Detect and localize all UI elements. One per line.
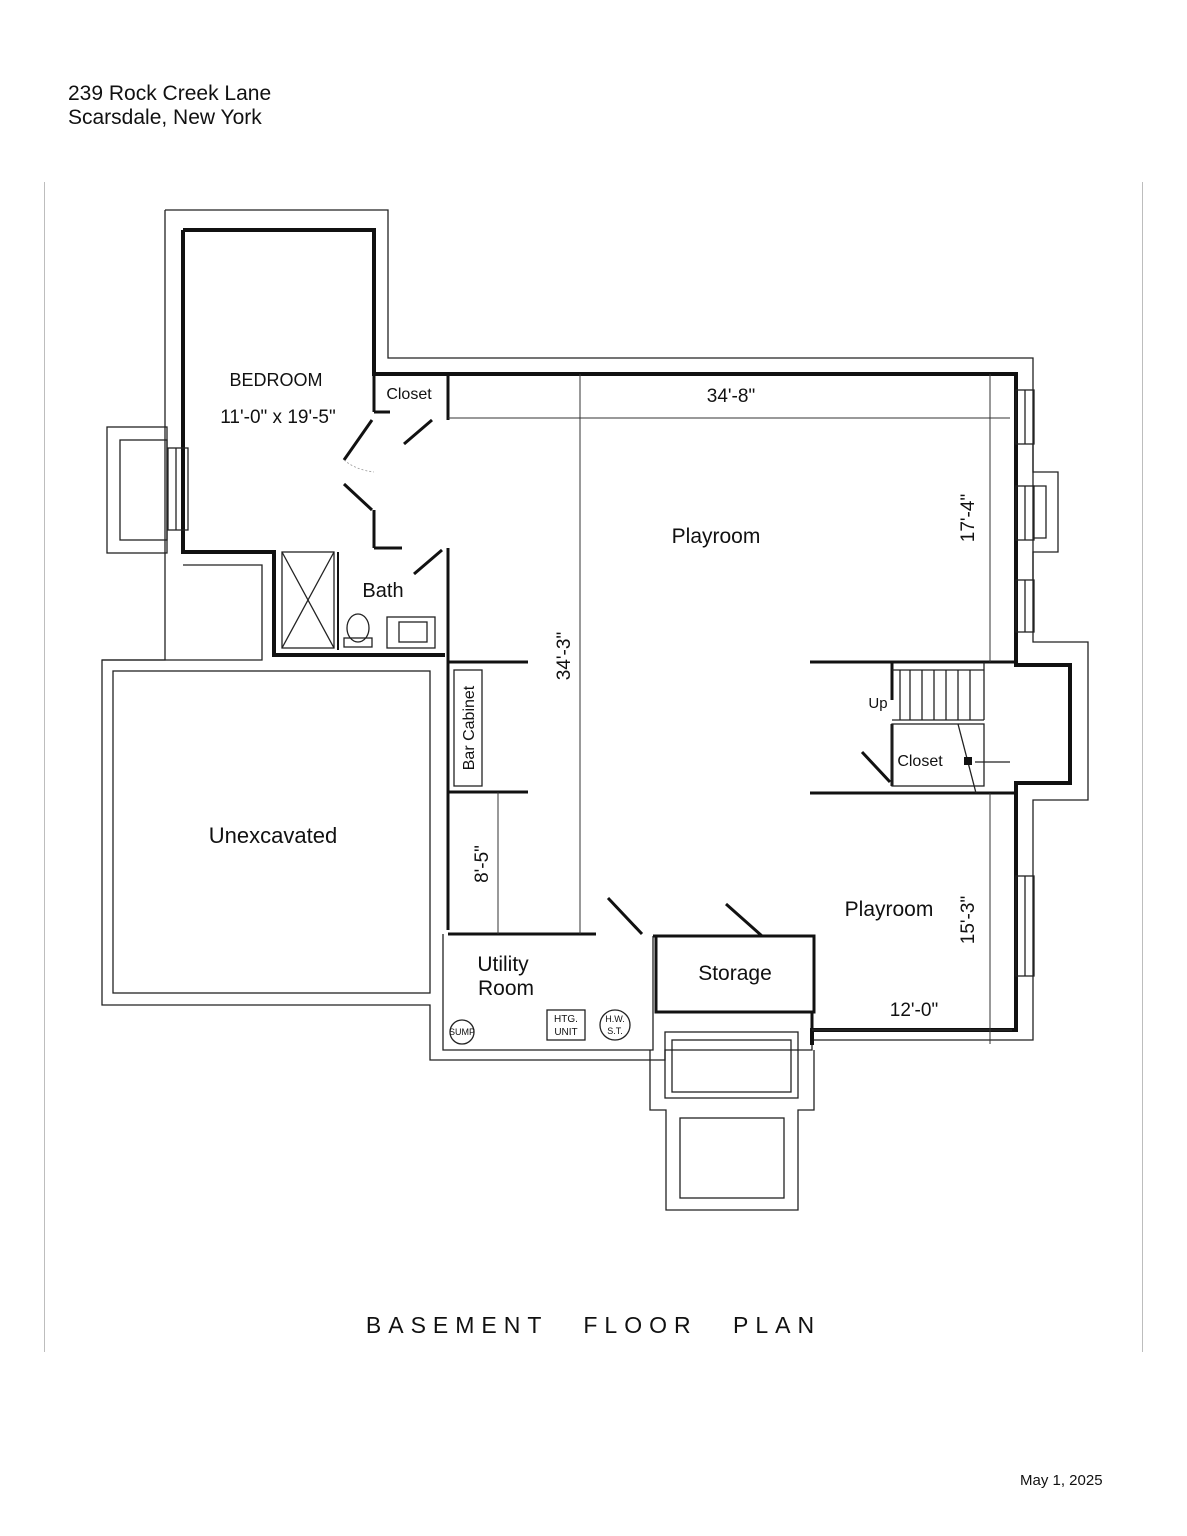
hw-st-label-1: H.W. (605, 1014, 625, 1024)
bedroom-bay-window (106, 426, 189, 554)
dim-playroom-north-depth: 17'-4" (958, 494, 979, 542)
east-windows (1015, 389, 1059, 977)
hw-st-label-2: S.T. (607, 1026, 623, 1036)
address-block: 239 Rock Creek Lane Scarsdale, New York (68, 82, 271, 130)
stair-closet-label: Closet (897, 753, 943, 770)
address-line-2: Scarsdale, New York (68, 106, 262, 129)
room-labels: BEDROOM 11'-0" x 19'-5" Closet Bath Play… (209, 370, 943, 1000)
plan-date: May 1, 2025 (1020, 1472, 1103, 1489)
dim-playroom-width: 34'-8" (707, 386, 755, 407)
bedroom-dims: 11'-0" x 19'-5" (220, 407, 335, 428)
htg-unit-label-1: HTG. (554, 1014, 578, 1025)
address-line-1: 239 Rock Creek Lane (68, 82, 272, 105)
dim-hall-width: 8'-5" (472, 845, 493, 883)
playroom-north-label: Playroom (672, 525, 761, 548)
utility-room-label-1: Utility (477, 953, 529, 976)
frame-left-line (44, 182, 45, 1352)
playroom-south-label: Playroom (845, 898, 934, 921)
sump-label: SUMP (449, 1027, 475, 1037)
exterior-stair-well (649, 1031, 815, 1211)
bath-label: Bath (362, 580, 403, 602)
stair-up-label: Up (868, 695, 887, 712)
sump-circle (449, 1019, 475, 1045)
dim-playroom-south-depth: 15'-3" (958, 896, 979, 944)
dimension-lines (448, 374, 1012, 1044)
storage-label: Storage (698, 962, 772, 985)
htg-unit-label-2: UNIT (554, 1027, 577, 1038)
unexcavated-label: Unexcavated (209, 823, 337, 848)
equipment-symbols (449, 1009, 631, 1045)
doors (342, 418, 892, 938)
bedroom-closet-label: Closet (386, 386, 432, 403)
utility-room-label-2: Room (478, 977, 534, 1000)
dimension-labels: 34'-8" 17'-4" 34'-3" 8'-5" 15'-3" 12'-0" (472, 386, 979, 1021)
dim-playroom-south-width: 12'-0" (890, 1000, 938, 1021)
equipment-labels: HTG. UNIT H.W. S.T. SUMP (449, 1014, 625, 1038)
plan-title: BASEMENT FLOOR PLAN (365, 1312, 822, 1338)
interior-stair (891, 662, 1010, 794)
interior-walls (281, 374, 1016, 1051)
bar-cabinet-label: Bar Cabinet (461, 685, 478, 770)
frame-right-line (1142, 182, 1143, 1352)
hw-tank-circle (599, 1009, 631, 1041)
htg-unit-box (546, 1009, 586, 1041)
bedroom-label: BEDROOM (229, 370, 322, 390)
dim-playroom-length: 34'-3" (554, 632, 575, 680)
